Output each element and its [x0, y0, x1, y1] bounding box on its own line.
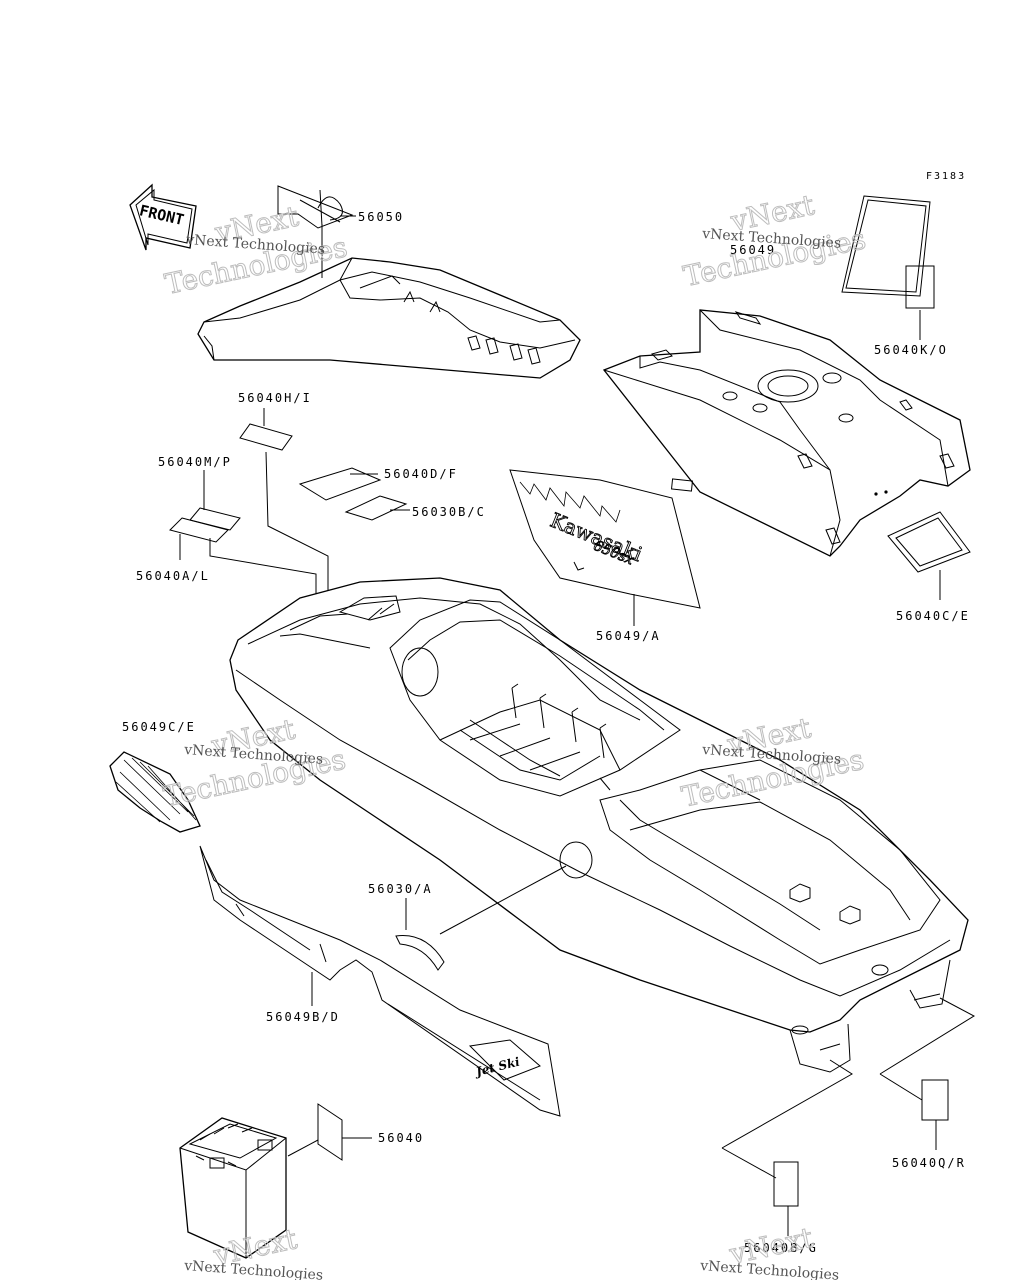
figure-id: F3183 [926, 171, 966, 182]
decal-56040QR-icon [879, 997, 976, 1121]
label-56040HI: 56040H/I [238, 391, 312, 405]
decal-56049-top-icon [841, 195, 931, 297]
label-56030BC: 56030B/C [412, 505, 486, 519]
label-56030A: 56030/A [368, 882, 433, 896]
decal-56040DF-icon [298, 467, 382, 501]
battery-part [179, 1117, 287, 1259]
hull-part [229, 577, 969, 1073]
decal-56040KO-icon [905, 265, 935, 309]
decal-56040HI-icon [239, 423, 293, 451]
decal-56040CE-icon [887, 511, 971, 573]
label-56040KO: 56040K/O [874, 343, 948, 357]
label-56040BG: 56040B/G [744, 1241, 818, 1255]
decal-56030A-icon [395, 935, 445, 971]
label-56040QR: 56040Q/R [892, 1156, 966, 1170]
rear-bulkhead-part [602, 309, 971, 557]
decal-56040MP-icon [189, 507, 241, 531]
decal-56049CE-icon [109, 751, 201, 833]
label-56049: 56049 [730, 243, 776, 257]
jetski-logo-icon: Jet Ski [468, 1039, 541, 1081]
decal-56040AL-icon [169, 517, 229, 543]
decal-56049A-kawasaki-icon: Kawasaki 650sx [509, 469, 701, 609]
label-56040AL: 56040A/L [136, 569, 210, 583]
label-56049CE: 56049C/E [122, 720, 196, 734]
decal-56040BG-icon [721, 1059, 853, 1207]
decal-56030BC-icon [344, 495, 408, 521]
label-56040MP: 56040M/P [158, 455, 232, 469]
label-56049A: 56049/A [596, 629, 661, 643]
front-arrow-icon: FRONT [129, 183, 197, 251]
label-56049BD: 56049B/D [266, 1010, 340, 1024]
decal-56050-icon [277, 185, 354, 229]
decal-56040-icon [317, 1103, 343, 1161]
rear-hood-part [197, 257, 581, 379]
label-56050: 56050 [358, 210, 404, 224]
label-56040: 56040 [378, 1131, 424, 1145]
label-56040DF: 56040D/F [384, 467, 458, 481]
label-56040CE: 56040C/E [896, 609, 970, 623]
